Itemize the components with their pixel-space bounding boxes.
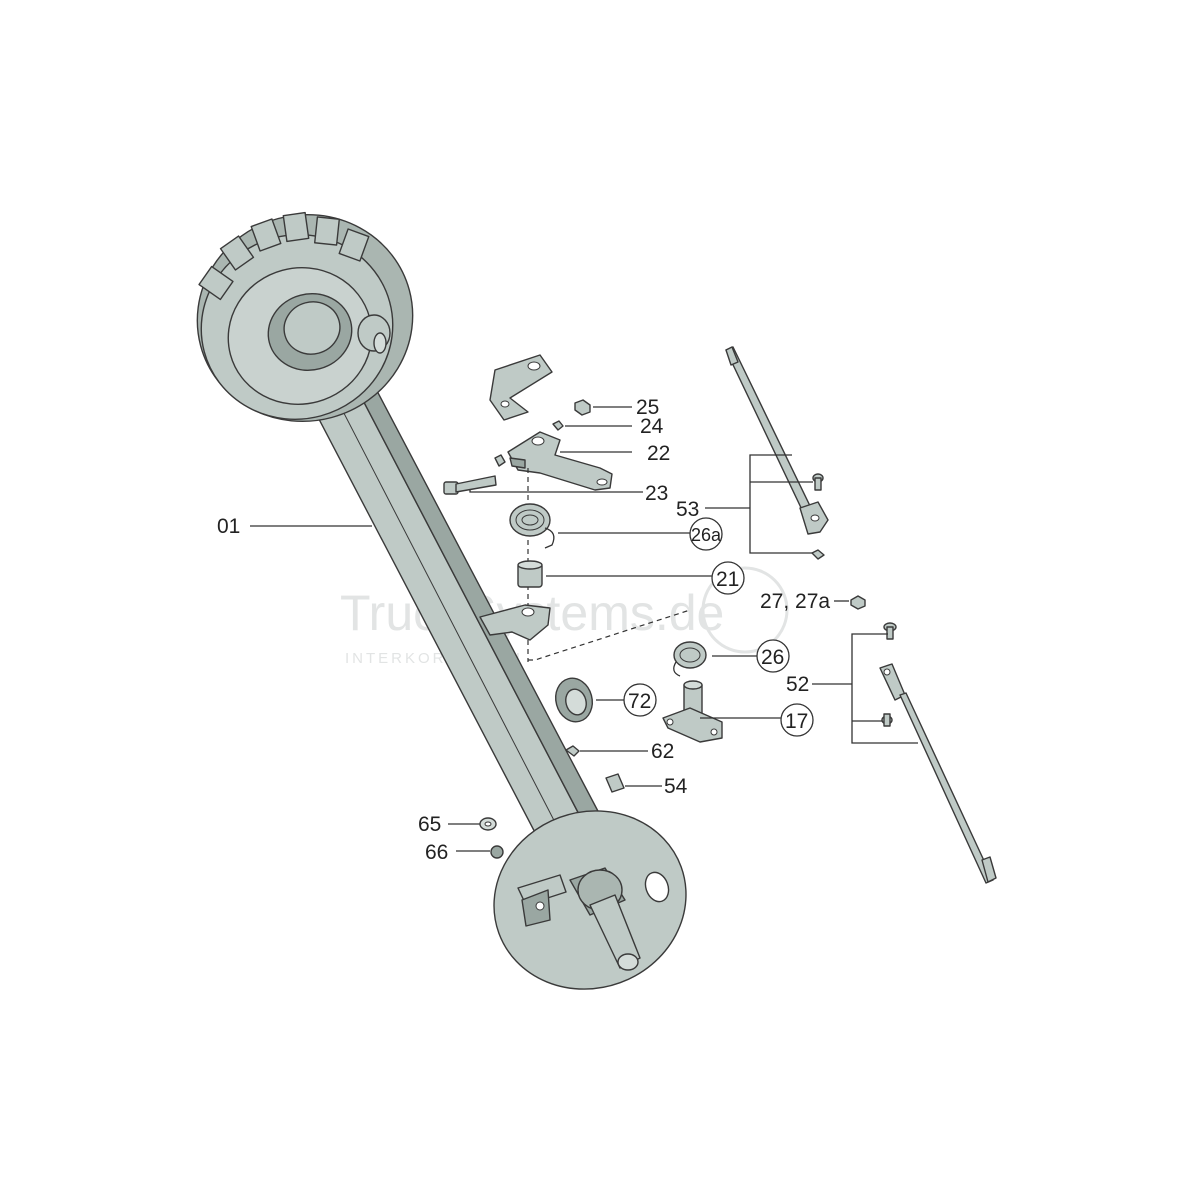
nut-25 [574, 399, 632, 416]
spring-26a [509, 503, 690, 549]
label-23: 23 [645, 482, 668, 505]
cam-lever [479, 604, 551, 641]
spring-26 [673, 641, 758, 677]
cap-54 [605, 773, 662, 793]
label-65: 65 [418, 813, 441, 836]
label-66: 66 [425, 841, 448, 864]
label-54: 54 [664, 775, 688, 798]
upper-bracket [489, 354, 553, 421]
lever-22 [507, 431, 632, 491]
callout-labels: 01 25 24 22 23 53 26a 21 27, 27a 26 52 7… [217, 396, 830, 864]
washer-65 [448, 817, 497, 831]
label-53: 53 [676, 498, 699, 521]
nut-27 [834, 595, 866, 610]
callout-circle-72 [623, 683, 657, 717]
nut-62 [565, 745, 648, 757]
label-21: 21 [716, 568, 739, 591]
screw-66 [456, 845, 504, 859]
brake-drum [196, 211, 414, 423]
cable-53 [705, 346, 829, 560]
label-26: 26 [761, 646, 784, 669]
label-25: 25 [636, 396, 659, 419]
assembly-dash-2 [528, 609, 691, 661]
label-62: 62 [651, 740, 674, 763]
label-22: 22 [647, 442, 670, 465]
watermark-globe-icon [701, 566, 789, 654]
washer-24 [552, 420, 632, 431]
label-27: 27, 27a [760, 590, 830, 613]
callout-circle-26 [756, 639, 790, 673]
label-26a: 26a [691, 525, 722, 545]
bushing-21 [517, 560, 712, 588]
label-24: 24 [640, 415, 664, 438]
label-52: 52 [786, 673, 809, 696]
label-72: 72 [628, 690, 651, 713]
callout-circle-17 [780, 703, 814, 737]
label-01: 01 [217, 515, 240, 538]
callout-circle-26a [689, 517, 723, 551]
nut-small [494, 454, 506, 467]
cable-52 [812, 622, 997, 884]
bolt-23 [443, 475, 643, 495]
pin-17 [662, 680, 782, 743]
seal-72 [555, 677, 624, 723]
backing-plate [493, 810, 687, 990]
label-17: 17 [785, 710, 808, 733]
callout-circle-21 [711, 561, 745, 595]
